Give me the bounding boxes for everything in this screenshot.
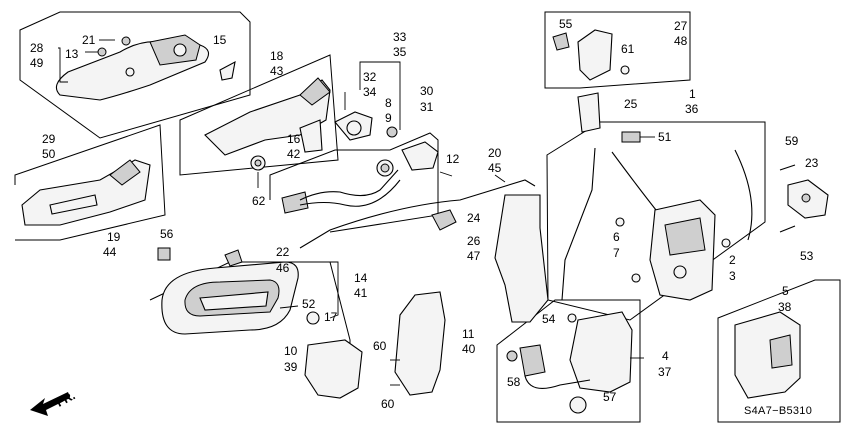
bracket-10-part (304, 339, 363, 399)
callout-21: 21 (82, 33, 96, 47)
outer-handle-part (55, 34, 236, 101)
callout-3: 3 (729, 269, 736, 283)
callout-42: 42 (287, 147, 301, 161)
callout-25: 25 (624, 97, 638, 111)
clip-part (157, 247, 171, 261)
callout-19: 19 (107, 230, 121, 244)
callout-2: 2 (729, 253, 736, 267)
door-lock-assembly-part (561, 131, 753, 301)
frame-rear-bracket (14, 124, 166, 241)
callout-60-lower: 60 (381, 397, 395, 411)
callout-11: 11 (462, 327, 475, 341)
callout-17: 17 (324, 310, 338, 324)
callout-61: 61 (621, 42, 635, 56)
callout-40: 40 (462, 342, 476, 356)
callout-28: 28 (30, 41, 44, 55)
callout-26: 26 (467, 234, 481, 248)
frame-module (717, 279, 841, 423)
callout-53: 53 (800, 249, 814, 263)
callout-10: 10 (284, 344, 298, 358)
callout-18: 18 (270, 49, 284, 63)
actuator-part (506, 311, 633, 414)
callout-20: 20 (488, 146, 502, 160)
callout-62: 62 (252, 194, 266, 208)
callout-51: 51 (658, 130, 672, 144)
callout-8: 8 (385, 96, 392, 110)
callout-55: 55 (559, 17, 573, 31)
callout-13: 13 (65, 47, 79, 61)
callout-48: 48 (674, 34, 688, 48)
callout-1: 1 (689, 87, 696, 101)
callout-27: 27 (674, 19, 688, 33)
rear-bracket-part (21, 159, 151, 226)
module-part (734, 311, 801, 399)
frame-outer-handle (19, 11, 251, 139)
callout-24: 24 (467, 211, 481, 225)
callout-57: 57 (603, 390, 617, 404)
callout-41: 41 (354, 286, 368, 300)
callout-6: 6 (613, 230, 620, 244)
frame-lock-bracket (179, 54, 339, 176)
callout-15: 15 (213, 33, 227, 47)
callout-33: 33 (393, 30, 407, 44)
callout-44: 44 (103, 245, 117, 259)
callout-23: 23 (805, 156, 819, 170)
frame-actuator (496, 299, 641, 423)
callout-52: 52 (302, 297, 316, 311)
cover-25-part (577, 92, 601, 133)
cylinder-part (281, 111, 439, 214)
callout-22: 22 (276, 245, 290, 259)
frame-latch-switch (544, 11, 691, 89)
callout-9: 9 (385, 111, 392, 125)
protector-part (494, 194, 549, 323)
bolt-53-part (779, 225, 796, 233)
callout-34: 34 (363, 85, 377, 99)
callout-29: 29 (42, 132, 56, 146)
rod-clip (431, 209, 457, 231)
callout-16: 16 (287, 132, 301, 146)
callout-36: 36 (685, 102, 699, 116)
callout-4: 4 (662, 349, 669, 363)
callout-37: 37 (658, 365, 672, 379)
callout-50: 50 (42, 147, 56, 161)
callout-39: 39 (284, 360, 298, 374)
callout-45: 45 (488, 161, 502, 175)
callout-56: 56 (160, 227, 174, 241)
callout-35: 35 (393, 45, 407, 59)
callout-32: 32 (363, 70, 377, 84)
callout-59: 59 (785, 134, 799, 148)
callout-47: 47 (467, 249, 481, 263)
lock-bracket-part (204, 77, 331, 171)
callout-31: 31 (420, 100, 434, 114)
callout-30: 30 (420, 84, 434, 98)
callout-54: 54 (542, 312, 556, 326)
callout-46: 46 (276, 261, 290, 275)
callout-60-upper: 60 (373, 339, 387, 353)
diagram-code: S4A7−B5310 (744, 405, 813, 417)
inner-handle-part (161, 249, 320, 335)
cover-11-part (394, 291, 446, 396)
door-rod (299, 179, 536, 249)
callout-49: 49 (30, 56, 44, 70)
callout-7: 7 (613, 246, 620, 260)
callout-43: 43 (270, 64, 284, 78)
callout-58: 58 (507, 375, 521, 389)
bolt-59-part (779, 164, 796, 171)
callout-12: 12 (446, 152, 460, 166)
callout-14: 14 (354, 271, 368, 285)
callout-5: 5 (782, 284, 789, 298)
latch-switch-part (552, 29, 630, 81)
fr-arrow-icon (30, 392, 70, 416)
callout-38: 38 (778, 300, 792, 314)
